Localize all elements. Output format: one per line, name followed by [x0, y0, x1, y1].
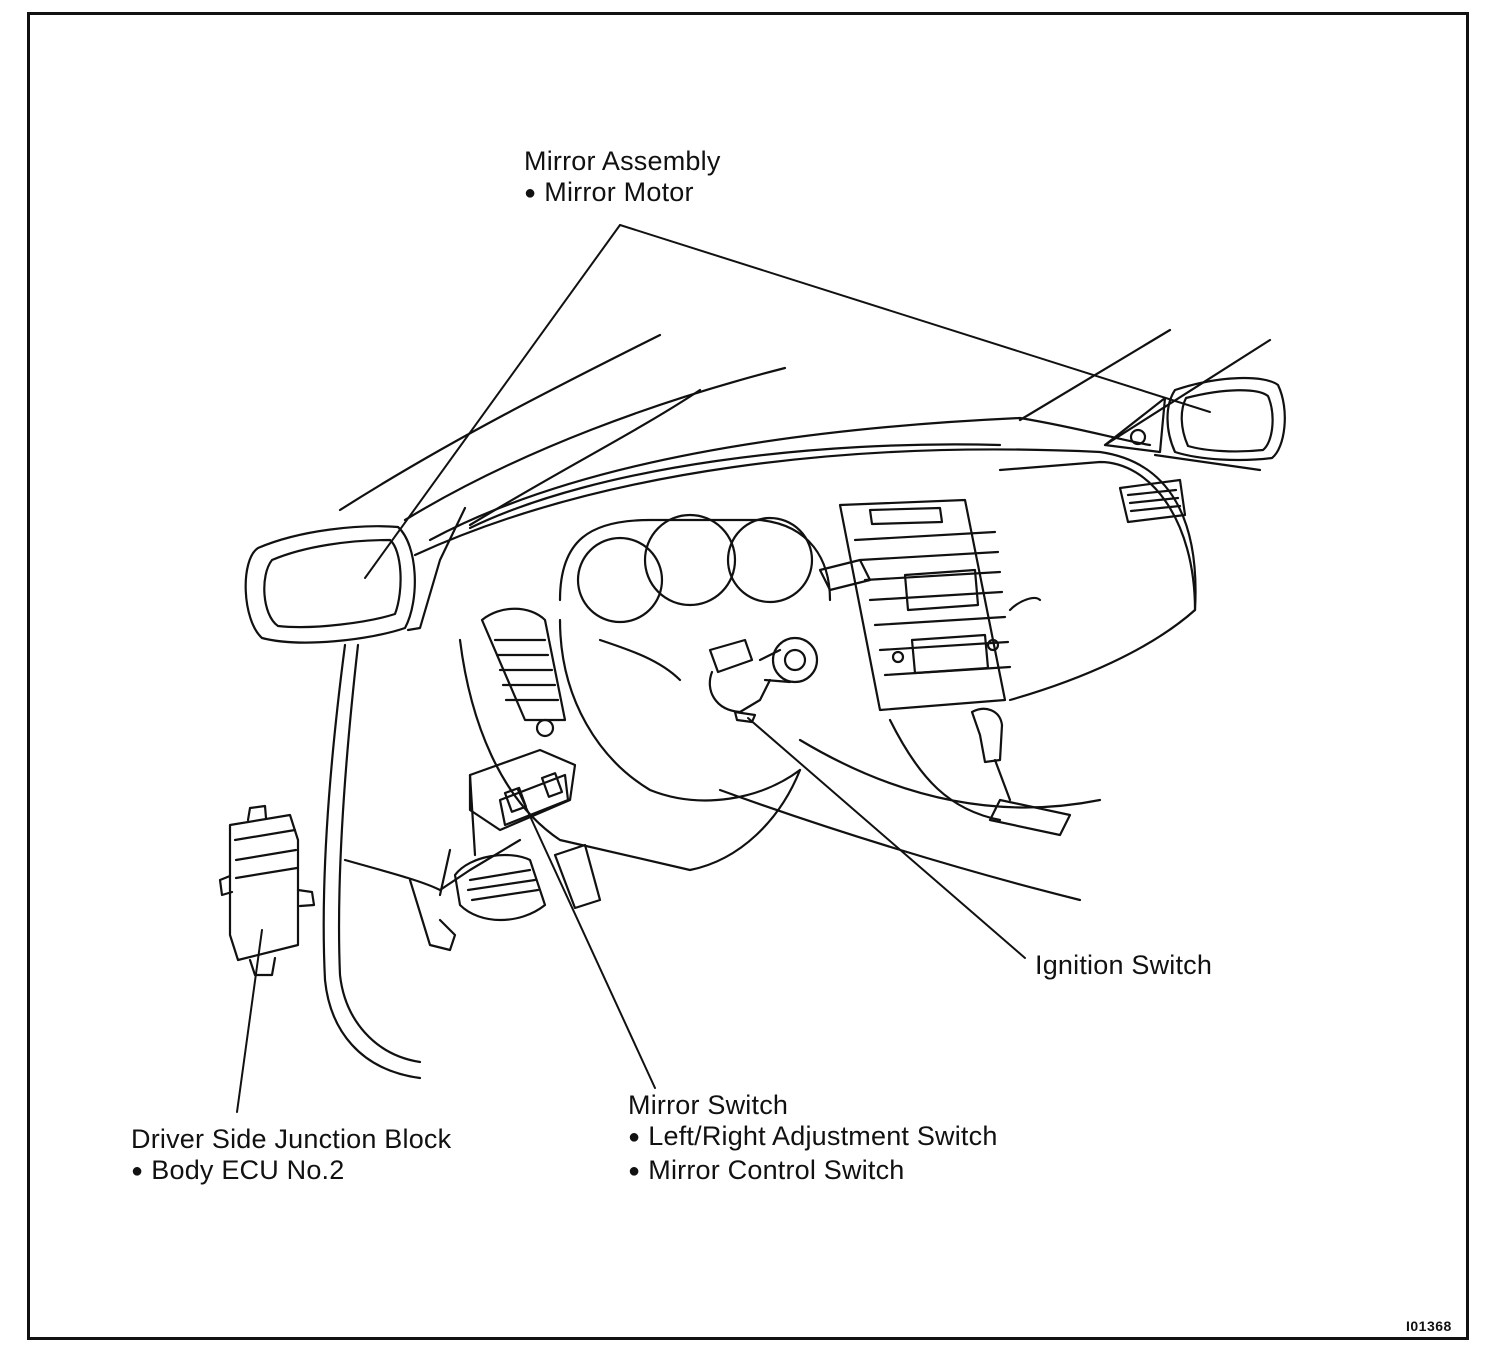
mirror-control-switch-item: Mirror Control Switch	[628, 1155, 998, 1189]
leader-lines	[236, 224, 1211, 1113]
left-air-vent	[480, 607, 567, 738]
mirror-motor-item: Mirror Motor	[524, 177, 721, 211]
junction-block-label: Driver Side Junction Block Body ECU No.2	[131, 1124, 451, 1189]
figure-code: I01368	[1406, 1318, 1452, 1334]
mirror-switch-title: Mirror Switch	[628, 1090, 789, 1120]
pedals	[408, 843, 602, 952]
left-right-adjustment-switch-item: Left/Right Adjustment Switch	[628, 1121, 998, 1155]
gear-shifter	[970, 707, 1072, 837]
ignition-switch-illustration	[708, 636, 819, 724]
center-console	[838, 498, 1012, 712]
left-mirror-assembly	[244, 525, 416, 644]
body-ecu-item: Body ECU No.2	[131, 1155, 451, 1189]
diagram-frame	[27, 12, 1469, 1340]
ignition-switch-title: Ignition Switch	[1035, 950, 1213, 980]
mirror-switch-illustration	[468, 748, 577, 857]
ignition-switch-label: Ignition Switch	[1035, 950, 1212, 981]
right-mirror-assembly	[1103, 376, 1286, 472]
mirror-assembly-title: Mirror Assembly	[524, 146, 721, 176]
junction-block-title: Driver Side Junction Block	[131, 1124, 452, 1154]
junction-block-illustration	[218, 804, 316, 977]
right-air-vent	[1118, 478, 1187, 524]
mirror-assembly-label: Mirror Assembly Mirror Motor	[524, 146, 721, 211]
mirror-switch-label: Mirror Switch Left/Right Adjustment Swit…	[628, 1090, 998, 1189]
